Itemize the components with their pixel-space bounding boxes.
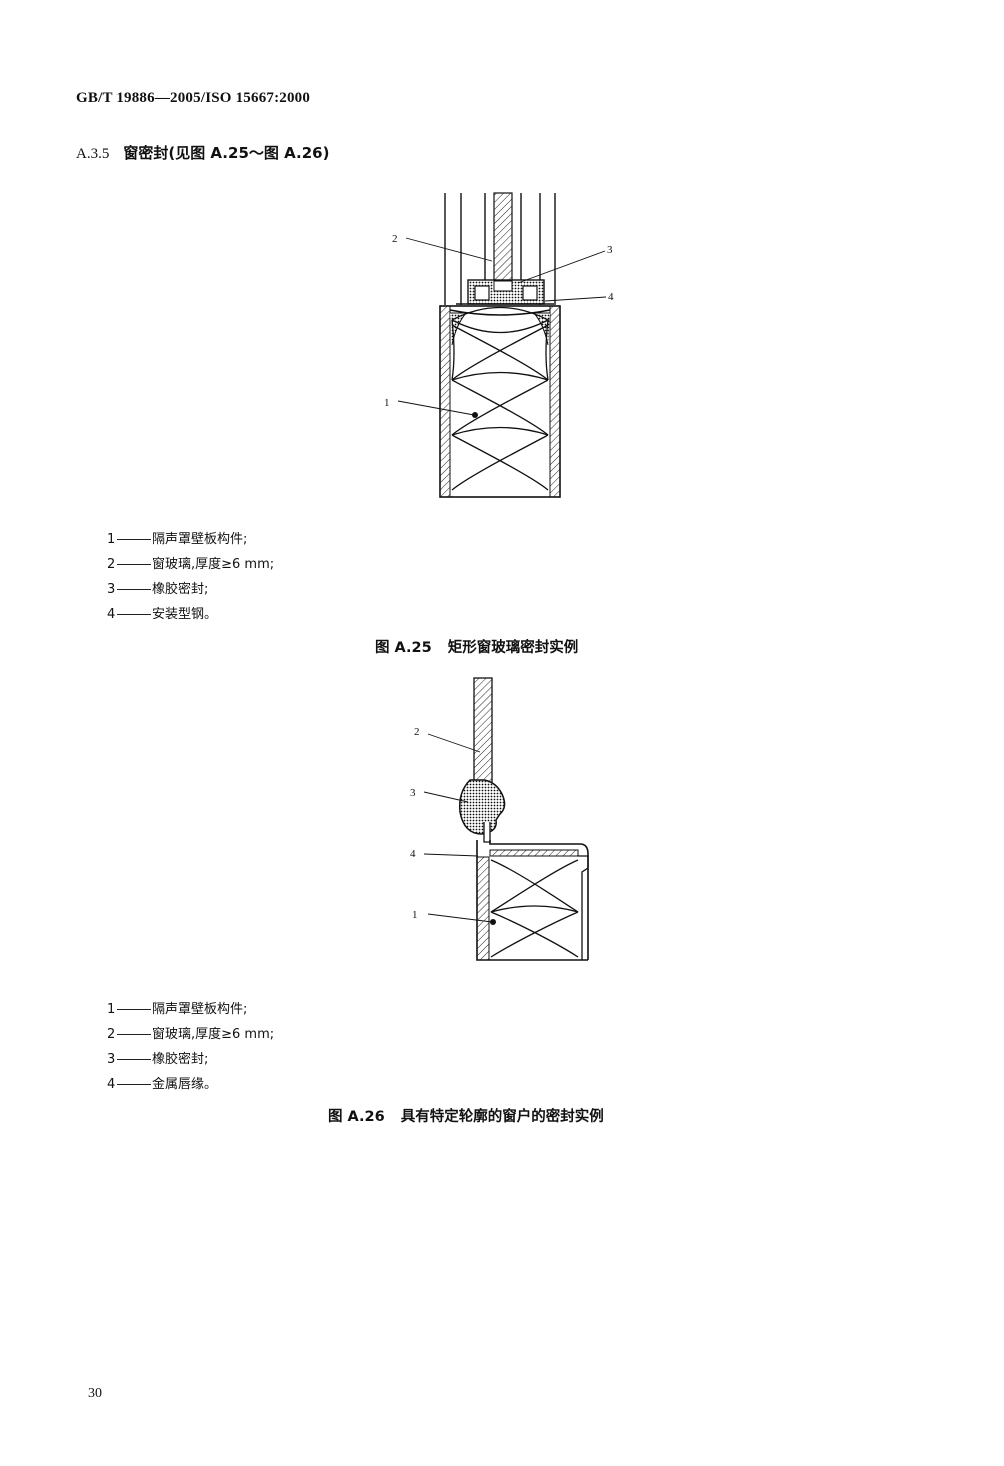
window-frame-upper [444,193,556,305]
figure-a26-drawing: 2 3 4 1 [410,677,589,961]
wall-panel-a25 [439,305,561,498]
rubber-seal-a26 [458,779,506,835]
callout-2: 2 [392,233,398,245]
callout-3: 3 [607,244,613,256]
figure-a25-drawing: 2 3 4 1 [384,192,614,498]
callout-1: 1 [412,909,418,921]
document-header: GB/T 19886—2005/ISO 15667:2000 [76,90,311,106]
callout-leaders-a26 [423,733,493,923]
glass-pane [493,192,513,282]
callout-2: 2 [414,726,420,738]
callout-3: 3 [410,787,416,799]
mounting-profile [449,303,554,316]
section-heading: A.3.5 窗密封(见图 A.25～图 A.26) [76,142,329,163]
callout-4: 4 [608,291,614,303]
callout-1: 1 [384,397,390,409]
section-title: 窗密封(见图 A.25～图 A.26) [123,144,330,162]
page-number: 30 [88,1386,102,1401]
section-number: A.3.5 [76,146,110,162]
callout-leaders-a25 [397,237,607,416]
callout-4: 4 [410,848,416,860]
rubber-seal-profile [467,279,545,305]
metal-lip [483,822,491,843]
wall-panel-a26 [476,840,589,961]
